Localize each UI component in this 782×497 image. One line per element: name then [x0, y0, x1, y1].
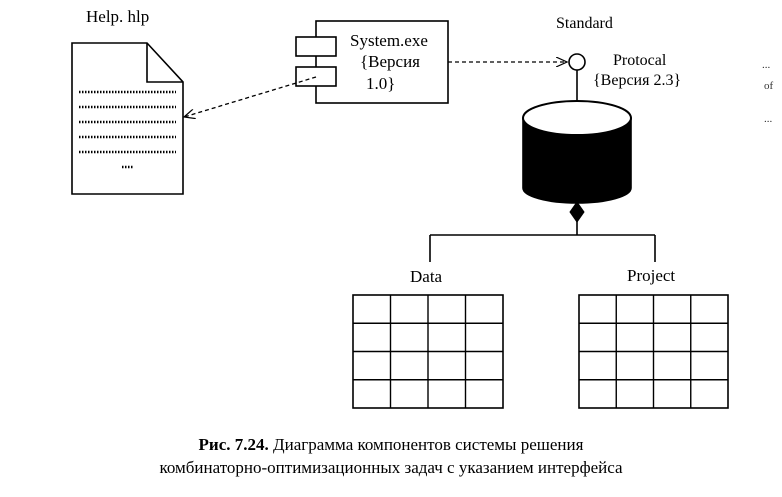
figure-number: Рис. 7.24.	[198, 435, 269, 454]
edge-text-1: ...	[762, 59, 771, 71]
table-project-grid	[578, 294, 729, 409]
figure-caption-line1: Рис. 7.24. Диаграмма компонентов системы…	[0, 434, 782, 455]
help-document-icon	[71, 42, 184, 195]
component-version-line2: 1.0}	[366, 74, 396, 93]
database-version-label: {Версия 2.3}	[593, 72, 682, 89]
table-data-grid	[352, 294, 504, 409]
help-file-label: Help. hlp	[86, 7, 150, 26]
dependency-arrow-to-help	[184, 76, 317, 117]
component-version-line1: {Версия	[360, 52, 421, 71]
figure-caption-line2: комбинаторно-оптимизационных задач с ука…	[159, 458, 623, 477]
database-cylinder	[522, 100, 632, 204]
database-name-label: Protocal	[613, 52, 667, 69]
composition-connector	[429, 201, 656, 262]
edge-text-3: ...	[764, 113, 773, 125]
edge-text-2: of	[764, 80, 774, 92]
component-name-label: System.exe	[350, 31, 428, 50]
interface-lollipop	[568, 53, 586, 100]
table-project-label: Project	[627, 266, 676, 285]
table-data-label: Data	[410, 267, 443, 286]
interface-label: Standard	[556, 15, 613, 32]
figure-title: Диаграмма компонентов системы решения	[268, 435, 584, 454]
